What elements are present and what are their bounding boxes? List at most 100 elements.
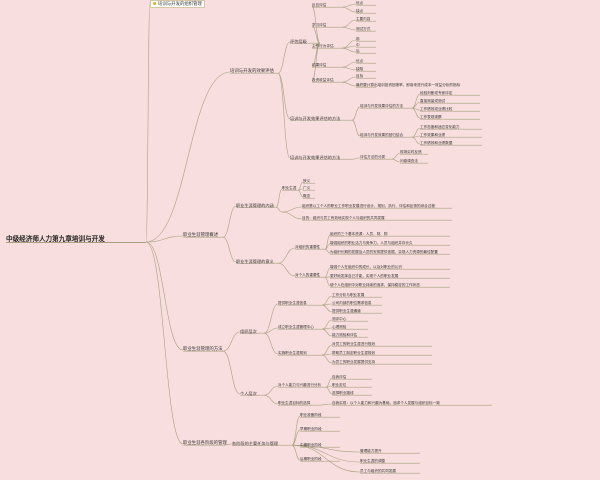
mindmap-leaf[interactable]: 提供职业生涯通道 — [332, 308, 361, 313]
node-eval-levels[interactable]: 评估层级 — [290, 38, 307, 44]
mindmap-leaf[interactable]: 增强个人在组织中的成长，以及对职业的认识 — [330, 264, 402, 269]
mindmap-leaf[interactable]: 增强组织的职业活力与竞争力，人员与组织并存长久 — [330, 240, 413, 245]
connector-line — [277, 262, 296, 277]
mindmap-leaf[interactable]: 前 — [356, 36, 360, 41]
mindmap-leaf[interactable]: 目的：组织与员工有效地实现个人与组织的共同发展 — [302, 215, 385, 220]
mindmap-leaf[interactable]: 主要内容 — [356, 16, 371, 21]
node-eval-methods[interactable]: 培训与开发效果评估的方法 — [290, 115, 341, 121]
branch-stages[interactable]: 职业生涯各阶段的管理 — [183, 440, 227, 446]
mindmap-leaf[interactable]: 后 — [356, 48, 360, 53]
mindmap-leaf[interactable]: 后期职业阶段 — [300, 456, 322, 461]
mindmap-leaf[interactable]: 目标 — [356, 73, 364, 78]
mindmap-leaf[interactable]: 职业生涯的调整 — [360, 458, 386, 463]
mindmap-leaf[interactable]: 优点 — [356, 0, 364, 5]
mindmap-leaf[interactable]: 现场实时反馈 — [400, 149, 422, 154]
mindmap-leaf[interactable]: 使个人在组织中对职业持续的追求，保持稳定的工作状态 — [330, 282, 420, 287]
mindmap-leaf[interactable]: 对员工的职业生涯进行规划 — [332, 341, 376, 346]
node-method-org[interactable]: 组织层次 — [240, 328, 257, 334]
connector-line — [222, 443, 233, 446]
node-method-o1[interactable]: 提供职业生涯信息 — [278, 300, 307, 305]
mindmap-leaf[interactable]: 职业准备阶段 — [300, 412, 322, 417]
connector-line — [341, 76, 357, 83]
mindmap-leaf[interactable]: 为组织长期的发展及人员的安排提供依据，实现人力资源的最佳配置 — [330, 249, 438, 254]
node-career-c1[interactable]: 职业生涯 — [282, 185, 297, 190]
bulb-icon — [153, 2, 156, 5]
connector-line — [411, 107, 421, 119]
mindmap-leaf[interactable]: 狭义 — [303, 178, 311, 183]
mindmap-leaf[interactable]: 广义 — [303, 185, 311, 190]
mindmap-leaf[interactable]: 选择职业路线 — [332, 390, 354, 395]
branch-method[interactable]: 职业生涯管理的方法 — [183, 346, 223, 352]
connector-line — [275, 206, 283, 213]
connector-line — [277, 72, 291, 159]
mindmap-leaf[interactable]: 公司内部的职位需求信息 — [332, 300, 372, 305]
mindmap-leaf[interactable]: 缺陷 — [356, 66, 364, 71]
node-eval-methods-2[interactable]: 培训与开发效果评估的方法 — [290, 154, 341, 160]
connector-line — [324, 248, 331, 254]
mindmap-leaf[interactable]: 职业定位 — [332, 382, 347, 387]
mindmap-leaf[interactable]: 概念 — [303, 193, 311, 198]
connector-line — [391, 158, 401, 163]
mindmap-leaf[interactable]: 为员工的职业发展提供支持 — [332, 359, 376, 364]
node-stages-s1[interactable]: 各阶段的主要任务与管理 — [232, 440, 279, 446]
node-eval-level[interactable]: 反应评估 — [312, 2, 327, 7]
mindmap-leaf[interactable]: 中期职业阶段 — [300, 442, 322, 447]
node-career-m1[interactable]: 对组织的重要性 — [295, 244, 321, 249]
mindmap-leaf[interactable]: 心理测验 — [332, 324, 347, 329]
node-eval-g1[interactable]: 培训与开发效果评估的方法 — [360, 103, 404, 108]
mindmap-leaf[interactable]: 工作分析与职业发展 — [332, 292, 365, 297]
node-method-o3[interactable]: 实施职业生涯规划 — [278, 350, 307, 355]
mindmap-leaf[interactable]: 员工与组织的共同发展 — [360, 468, 396, 473]
mindmap-leaf[interactable]: 测试方式 — [356, 26, 371, 31]
node-eval-level[interactable]: 结果评估 — [312, 62, 327, 67]
mindmap-leaf[interactable]: 早期职业阶段 — [300, 426, 322, 431]
node-method-p1[interactable]: 对个人能力与兴趣进行分析 — [278, 382, 322, 387]
connector-line — [321, 354, 333, 364]
top-note-label: 培训与开发的组织管理 — [158, 2, 202, 7]
connector-line — [311, 42, 321, 48]
connector-line — [351, 106, 361, 121]
branch-career[interactable]: 职业生涯管理概述 — [183, 232, 219, 238]
mindmap-leaf[interactable]: 问卷调查法 — [400, 158, 418, 163]
mindmap-leaf[interactable]: 优点 — [356, 58, 364, 63]
node-eval-level[interactable]: 投资收益评估 — [312, 77, 334, 82]
mindmap-leaf[interactable]: 缺点 — [356, 8, 364, 13]
mindmap-leaf[interactable]: 组织是以工个人的职业工作职业发展进行设计、规划、执行、评估和反馈的综合过程 — [302, 203, 435, 208]
mindmap-leaf[interactable]: 帮助员工制定职业生涯规划 — [332, 350, 376, 355]
mindmap-leaf[interactable]: 更好地发挥自己才能，实现个人的职业发展 — [330, 273, 399, 278]
node-method-o2[interactable]: 成立职业生涯管理中心 — [278, 324, 314, 329]
mindmap-leaf[interactable]: 工作表现观察 — [420, 114, 442, 119]
mindmap-leaf[interactable]: 工作绩效或业绩比较 — [420, 106, 453, 111]
mindmap-leaf[interactable]: 能力测验和评估 — [332, 332, 358, 337]
mindmap-leaf[interactable]: 自我评估 — [332, 374, 347, 379]
connector-line — [263, 327, 279, 334]
mindmap-leaf[interactable]: 经验判断或专家评定 — [420, 90, 453, 95]
mindmap-leaf[interactable]: 工作绩效和业绩数据 — [420, 140, 453, 145]
mindmap-leaf[interactable]: 中 — [356, 42, 360, 47]
node-career-concept[interactable]: 职业生涯管理的内涵 — [236, 202, 274, 208]
mindmap-leaf[interactable]: 工作效果和业绩 — [420, 132, 446, 137]
node-eval-mid[interactable]: 评估方法的分类 — [360, 154, 386, 159]
mindmap-leaf[interactable]: 自我实现：以个人能力和兴趣为基础，追求个人发展与组织目标一致 — [332, 400, 440, 405]
node-eval-level[interactable]: 工作行为评估 — [312, 43, 334, 48]
branch-eval[interactable]: 培训与开发的效果评估 — [230, 68, 274, 74]
node-method-p2[interactable]: 职业生涯目标的选择 — [278, 400, 311, 405]
connector-line — [411, 93, 421, 109]
mindmap-leaf[interactable]: 最终要计算出培训投资回报率，即用来进行成本一效益分析的指标 — [356, 82, 461, 87]
node-method-personal[interactable]: 个人层次 — [240, 390, 257, 396]
mindmap-leaf[interactable]: 测评中心 — [332, 316, 347, 321]
node-career-meaning[interactable]: 职业生涯管理的意义 — [236, 258, 274, 264]
connector-line — [321, 344, 333, 356]
mindmap-leaf[interactable]: 管理能力提升 — [360, 448, 382, 453]
mindmap-leaf[interactable]: 直接测量或测试 — [420, 98, 446, 103]
node-eval-g2[interactable]: 培训与开发效果的回归结合 — [360, 132, 404, 137]
top-note-node[interactable]: 培训与开发的组织管理 — [150, 0, 205, 8]
root-node[interactable]: 中级经济师人力第九章培训与开发 — [6, 235, 105, 243]
mindmap-leaf[interactable]: 工作态度和适应变化能力 — [420, 124, 460, 129]
connector-line — [351, 157, 361, 160]
node-career-m2[interactable]: 对个人的重要性 — [295, 272, 321, 277]
mindmap-leaf[interactable]: 组织的三个基本资源：人员、财、物 — [330, 231, 388, 236]
node-eval-level[interactable]: 学习评估 — [312, 22, 327, 27]
connector-line — [291, 444, 301, 461]
